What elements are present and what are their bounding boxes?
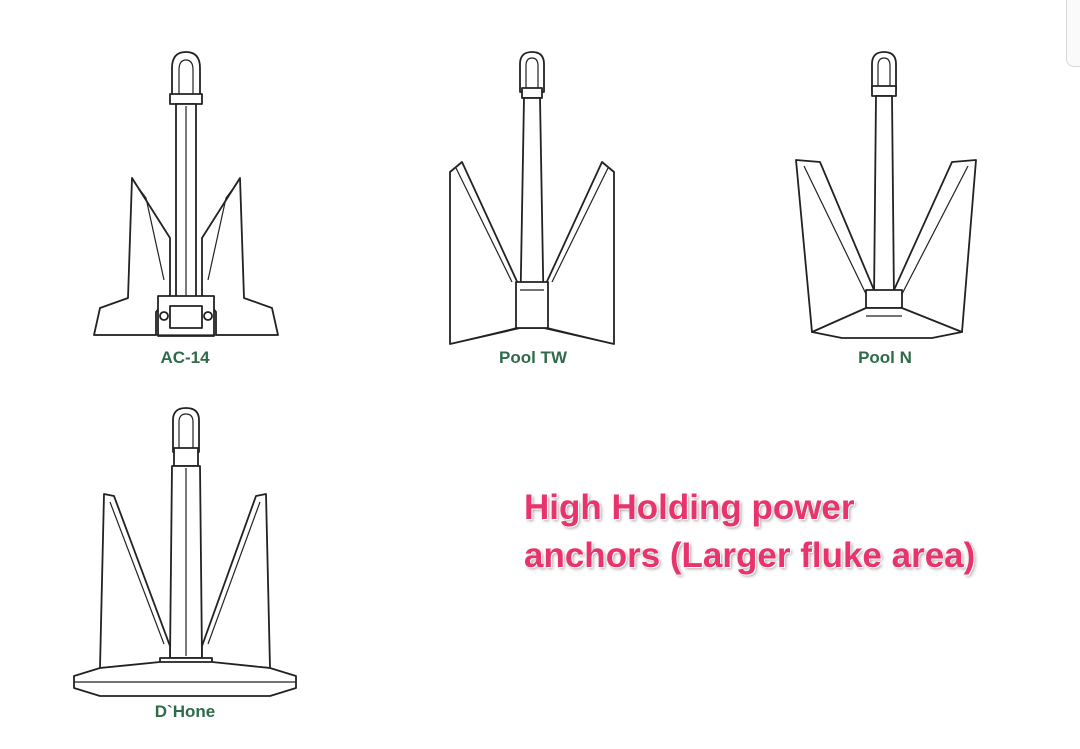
anchor-dhone-drawing (70, 406, 300, 698)
anchor-label-pool-n: Pool N (858, 348, 912, 367)
anchor-pool-tw-drawing (446, 50, 622, 346)
headline-line-1: High Holding power (524, 488, 855, 527)
headline-line-2: anchors (Larger fluke area) (524, 536, 976, 575)
anchor-pool-n-drawing (792, 50, 982, 340)
anchor-label-dhone: D`Hone (154, 702, 216, 721)
anchor-label-pool-tw: Pool TW (499, 348, 567, 367)
scrollbar-edge[interactable] (1066, 0, 1080, 67)
headline-caption: High Holding power anchors (Larger fluke… (524, 484, 975, 580)
anchor-label-ac14: AC-14 (160, 348, 210, 367)
anchor-ac14-drawing (86, 50, 286, 345)
